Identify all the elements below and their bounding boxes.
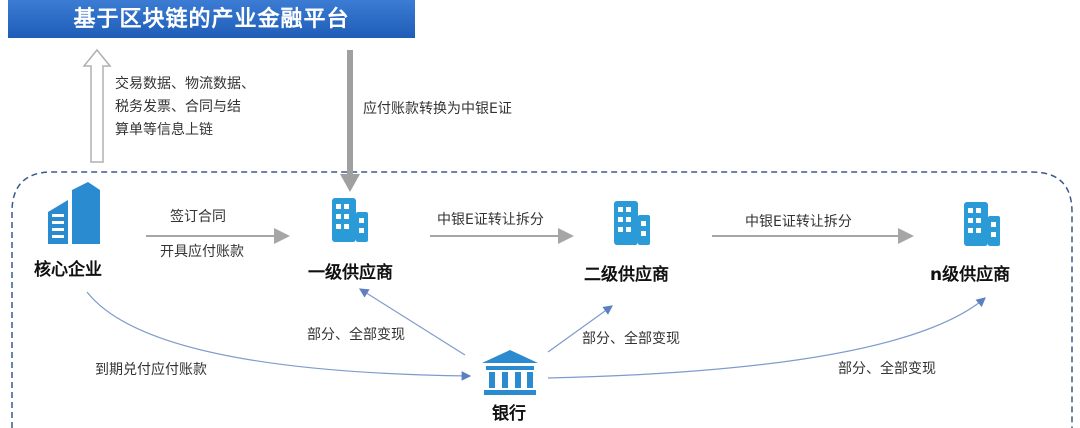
- convert-label: 应付账款转换为中银E证: [363, 101, 512, 117]
- upload-line-3: 算单等信息上链: [115, 122, 213, 138]
- maturity-pay-curve: [86, 291, 472, 381]
- upload-description: 交易数据、物流数据、 税务发票、合同与结 算单等信息上链: [115, 73, 255, 142]
- edge-sign-contract: 签订合同: [170, 209, 226, 225]
- ecosystem-boundary: [11, 171, 1073, 428]
- upload-line-1: 交易数据、物流数据、: [115, 76, 255, 92]
- edge-maturity-pay: 到期兑付应付账款: [95, 362, 207, 378]
- upload-line-2: 税务发票、合同与结: [115, 99, 241, 115]
- cash-arrow-tiern: [547, 297, 986, 379]
- upload-arrow: [82, 48, 112, 163]
- node-bank: 银行: [492, 404, 526, 424]
- edge-cash-tiern: 部分、全部变现: [838, 361, 936, 377]
- cash-arrow-tier1: [358, 288, 466, 356]
- edge-cash-tier1: 部分、全部变现: [307, 327, 405, 343]
- node-tier1-supplier: 一级供应商: [308, 263, 393, 283]
- node-tiern-supplier: n级供应商: [930, 265, 1011, 285]
- tier2-supplier-building-icon: [614, 201, 650, 245]
- edge-cash-tier2: 部分、全部变现: [582, 331, 680, 347]
- node-tier2-supplier: 二级供应商: [584, 265, 669, 285]
- edge-transfer-2: 中银E证转让拆分: [745, 214, 852, 230]
- cash-arrow-tier2: [547, 305, 613, 353]
- platform-title-banner: 基于区块链的产业金融平台: [8, 0, 415, 38]
- tiern-supplier-building-icon: [964, 202, 1000, 246]
- node-core-enterprise: 核心企业: [34, 260, 102, 280]
- bank-icon: [482, 350, 538, 395]
- tier1-supplier-building-icon: [332, 198, 368, 242]
- edge-transfer-1: 中银E证转让拆分: [437, 212, 544, 228]
- edge-issue-payable: 开具应付账款: [160, 244, 244, 260]
- core-enterprise-building-icon: [48, 182, 100, 244]
- convert-arrow: [340, 50, 360, 192]
